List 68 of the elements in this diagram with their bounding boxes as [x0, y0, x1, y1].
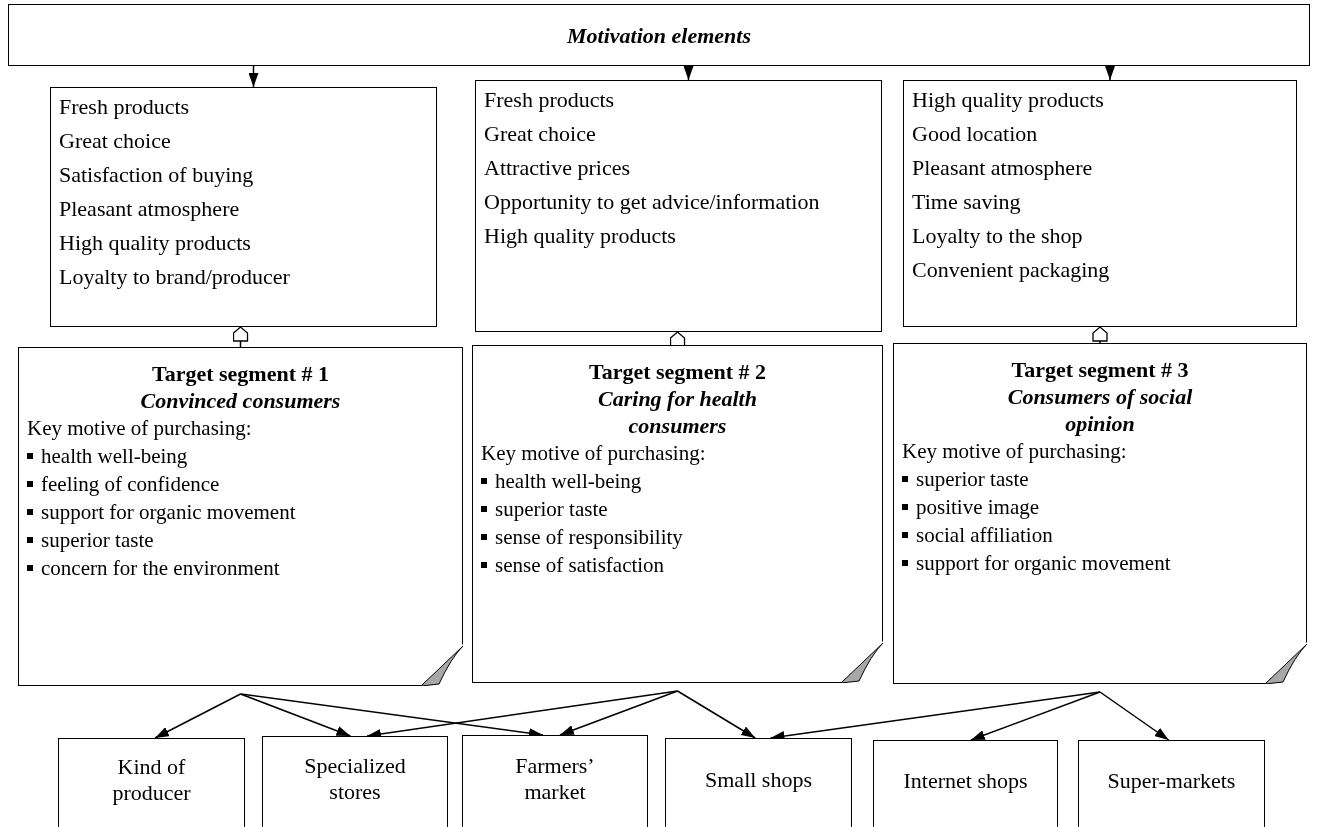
- arrow: [970, 691, 1101, 741]
- motivation-item: Good location: [912, 120, 1039, 148]
- motivation-item: Convenient packaging: [912, 256, 1111, 284]
- motivation-item: Satisfaction of buying: [59, 161, 255, 189]
- motive-item: social affiliation: [916, 522, 1053, 549]
- motive-heading: Key motive of purchasing:: [27, 415, 253, 442]
- motive-item: feeling of confidence: [41, 471, 220, 498]
- arrow: [683, 65, 694, 81]
- motivation-item: Great choice: [59, 127, 172, 155]
- arrow: [559, 690, 679, 736]
- arrow: [1105, 65, 1115, 81]
- outlet-label: Super-markets: [1107, 768, 1236, 794]
- outlet-label: Kind of producer: [111, 754, 192, 806]
- outlet-box: [462, 735, 648, 827]
- motivation-item: High quality products: [484, 222, 677, 250]
- title-text: Motivation elements: [567, 21, 751, 50]
- motivation-box: [50, 87, 437, 327]
- outlet-box: [262, 736, 448, 827]
- arrow: [154, 693, 242, 739]
- segment-heading: Target segment # 3: [1010, 356, 1190, 383]
- motivation-item: High quality products: [59, 229, 252, 257]
- segment-note: [18, 347, 463, 686]
- motive-item: health well-being: [41, 443, 188, 470]
- outlet-box: [665, 738, 852, 827]
- motivation-item: High quality products: [912, 86, 1105, 114]
- motive-item: positive image: [916, 494, 1040, 521]
- motivation-item: Loyalty to the shop: [912, 222, 1084, 250]
- arrow: [248, 65, 259, 88]
- motivation-item: Pleasant atmosphere: [912, 154, 1094, 182]
- motive-item: support for organic movement: [41, 499, 296, 526]
- segment-subtitle: Convinced consumers: [139, 387, 342, 414]
- outlet-label: Specialized stores: [303, 753, 407, 805]
- motivation-item: Opportunity to get advice/information: [484, 188, 821, 216]
- motive-item: sense of satisfaction: [495, 552, 665, 579]
- outlet-label: Farmers’ market: [514, 752, 596, 805]
- outlet-label: Small shops: [705, 767, 812, 793]
- segment-heading: Target segment # 1: [151, 360, 330, 387]
- motivation-item: Time saving: [912, 188, 1022, 216]
- motive-item: superior taste: [916, 466, 1029, 493]
- motivation-item: Pleasant atmosphere: [59, 195, 241, 223]
- motive-item: sense of responsibility: [495, 524, 683, 551]
- segment-subtitle: Caring for health consumers: [597, 385, 758, 439]
- motive-item: health well-being: [495, 468, 642, 495]
- motivation-box: [475, 80, 882, 332]
- motive-item: concern for the environment: [41, 555, 280, 582]
- segment-note: [893, 343, 1307, 684]
- arrow: [676, 690, 756, 739]
- outlet-label: Internet shops: [903, 768, 1028, 794]
- outlet-box: [1078, 740, 1265, 827]
- motivation-item: Fresh products: [484, 86, 616, 114]
- segment-note: [472, 345, 883, 683]
- segment-heading: Target segment # 2: [588, 358, 767, 385]
- motivation-item: Great choice: [484, 120, 597, 148]
- motivation-item: Loyalty to brand/producer: [59, 263, 291, 291]
- motive-item: superior taste: [41, 527, 154, 554]
- outlet-box: [873, 740, 1058, 827]
- motivation-box: [903, 80, 1297, 327]
- motive-item: support for organic movement: [916, 550, 1171, 577]
- motive-heading: Key motive of purchasing:: [481, 440, 707, 467]
- motivation-item: Fresh products: [59, 93, 191, 121]
- motive-item: superior taste: [495, 496, 608, 523]
- segment-subtitle: Consumers of social opinion: [1006, 383, 1194, 437]
- outlet-box: [58, 738, 245, 827]
- arrow: [1099, 691, 1170, 741]
- motivation-item: Attractive prices: [484, 154, 631, 182]
- motive-heading: Key motive of purchasing:: [902, 438, 1128, 465]
- arrow: [239, 693, 352, 737]
- title-box: [8, 4, 1310, 66]
